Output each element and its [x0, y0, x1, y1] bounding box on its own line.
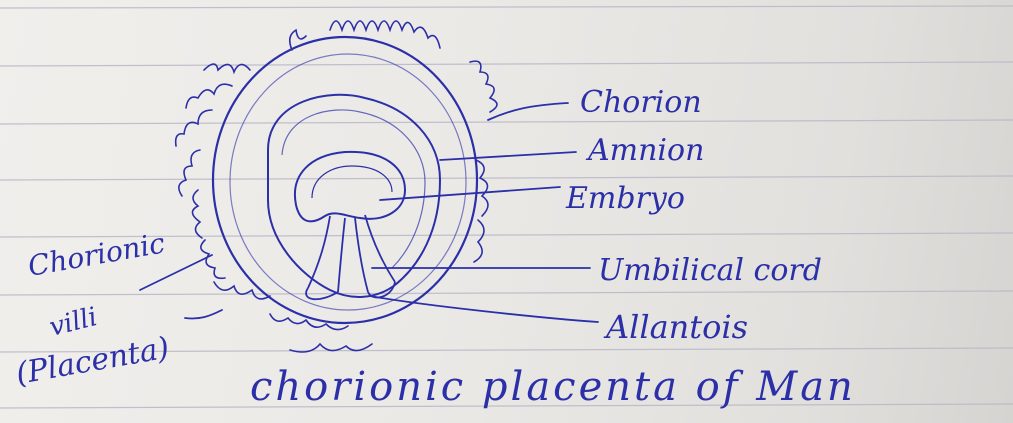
umbilical-cord-stalk: [306, 215, 395, 299]
label-chorion: Chorion: [580, 85, 702, 120]
chorionic-villi-squiggles: [176, 21, 497, 352]
label-embryo: Embryo: [565, 181, 685, 216]
embryo-leader: [380, 187, 560, 200]
placenta-leader: [185, 310, 222, 319]
leader-lines: [140, 103, 598, 322]
embryo-body: [295, 152, 405, 222]
label-allantois: Allantois: [603, 308, 748, 346]
chorion-inner-outline: [230, 54, 466, 310]
chorion-leader: [488, 103, 568, 120]
label-chorionic-villi-line1: Chorionic: [25, 226, 167, 283]
label-chorionic-villi-line2: villi: [46, 302, 100, 343]
chorion-outline: [213, 37, 477, 323]
diagram-title: chorionic placenta of Man: [250, 364, 856, 410]
label-umbilical-cord: Umbilical cord: [598, 253, 822, 288]
label-amnion: Amnion: [585, 133, 704, 168]
amnion-inner-line: [282, 110, 425, 268]
embryo-inner-line: [312, 166, 392, 198]
amnion-leader: [440, 152, 576, 160]
label-chorionic-villi-line3: (Placenta): [13, 331, 172, 392]
amnion-outline: [268, 95, 440, 297]
